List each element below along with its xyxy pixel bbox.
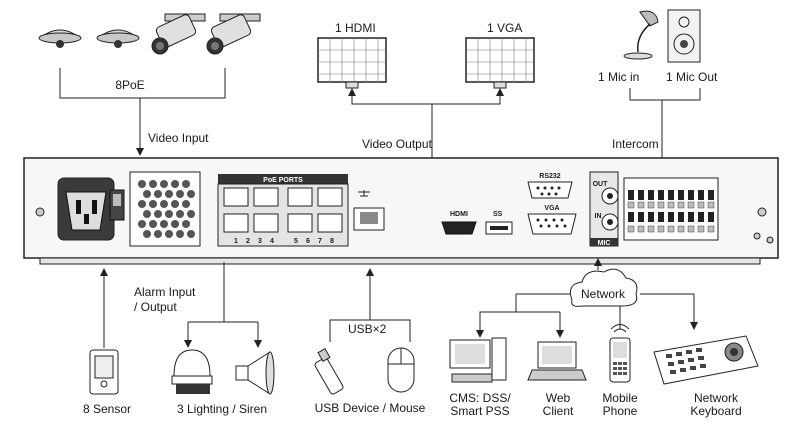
port-number: 7 — [318, 238, 322, 245]
audio-in-label: IN — [595, 213, 602, 220]
sensor-label: 8 Sensor — [83, 402, 131, 416]
hdmi-monitor-label: 1 HDMI — [335, 21, 376, 35]
camera-bracket — [59, 68, 226, 99]
alarm-label-line1: Alarm Input — [134, 285, 196, 299]
alarm-terminal-block — [623, 177, 719, 241]
port-number: 5 — [294, 238, 298, 245]
port-number: 8 — [330, 238, 334, 245]
port-number: 2 — [246, 238, 250, 245]
power-socket — [57, 177, 125, 241]
mobile-phone-icon — [609, 324, 631, 383]
bullet-camera-icon — [206, 13, 261, 55]
poe-label: 8PoE — [115, 78, 144, 92]
keyboard-label-line2: Keyboard — [690, 404, 741, 418]
sensor-icon — [89, 349, 119, 395]
web-label-line1: Web — [546, 391, 571, 405]
mouse-icon — [387, 347, 415, 393]
vga-port: VGA — [527, 205, 577, 235]
video-input-label: Video Input — [148, 131, 209, 145]
microphone-icon — [623, 10, 659, 60]
port-number: 1 — [234, 238, 238, 245]
warning-light-icon — [171, 349, 213, 394]
audio-out-label: OUT — [593, 181, 609, 188]
mic-in-label: 1 Mic in — [598, 70, 639, 84]
poe-port-block: PoE PORTS 1 2 3 4 5 6 7 8 — [217, 174, 349, 247]
mic-label: MIC — [598, 240, 611, 247]
network-port — [353, 190, 385, 231]
vga-monitor-icon — [465, 37, 535, 89]
hdmi-port-label: HDMI — [450, 211, 468, 218]
lighting-label: 3 Lighting / Siren — [177, 402, 267, 416]
mobile-label-line2: Phone — [603, 404, 638, 418]
poe-ports-label: PoE PORTS — [263, 177, 303, 184]
network-keyboard-icon — [653, 335, 759, 385]
cms-label-line2: Smart PSS — [450, 404, 509, 418]
vga-port-label: VGA — [544, 205, 559, 212]
port-number: 4 — [270, 238, 274, 245]
hdmi-port: HDMI — [441, 211, 477, 235]
vga-monitor-label: 1 VGA — [487, 21, 522, 35]
siren-icon — [235, 351, 275, 395]
usb-port: SS — [485, 211, 513, 235]
rs232-port: RS232 — [527, 173, 573, 199]
usb-port-label: SS — [493, 211, 503, 218]
usb-stick-icon — [314, 347, 344, 395]
speaker-icon — [667, 9, 701, 63]
dome-camera-icon — [38, 29, 82, 48]
web-label-line2: Client — [543, 404, 574, 418]
video-output-label: Video Output — [362, 137, 432, 151]
port-number: 3 — [258, 238, 262, 245]
audio-ports: OUT IN MIC — [589, 171, 619, 247]
alarm-label-line2: / Output — [134, 300, 177, 314]
mic-out-label: 1 Mic Out — [666, 70, 718, 84]
laptop-icon — [527, 341, 587, 381]
rs232-label: RS232 — [539, 173, 561, 180]
network-cloud-icon — [569, 268, 638, 307]
cms-label-line1: CMS: DSS/ — [449, 391, 511, 405]
intercom-label: Intercom — [612, 137, 659, 151]
hdmi-monitor-icon — [317, 37, 387, 89]
keyboard-label-line1: Network — [694, 391, 739, 405]
desktop-pc-icon — [449, 337, 507, 383]
network-label: Network — [581, 287, 626, 301]
dome-camera-icon — [96, 29, 140, 48]
mobile-label-line1: Mobile — [602, 391, 638, 405]
port-number: 6 — [306, 238, 310, 245]
usb-x2-label: USB×2 — [348, 322, 387, 336]
bullet-camera-icon — [151, 13, 206, 55]
nvr-rear-panel: PoE PORTS 1 2 3 4 5 6 7 8 — [23, 157, 779, 265]
usb-device-label: USB Device / Mouse — [315, 401, 426, 415]
fan-grille-icon — [129, 171, 201, 247]
